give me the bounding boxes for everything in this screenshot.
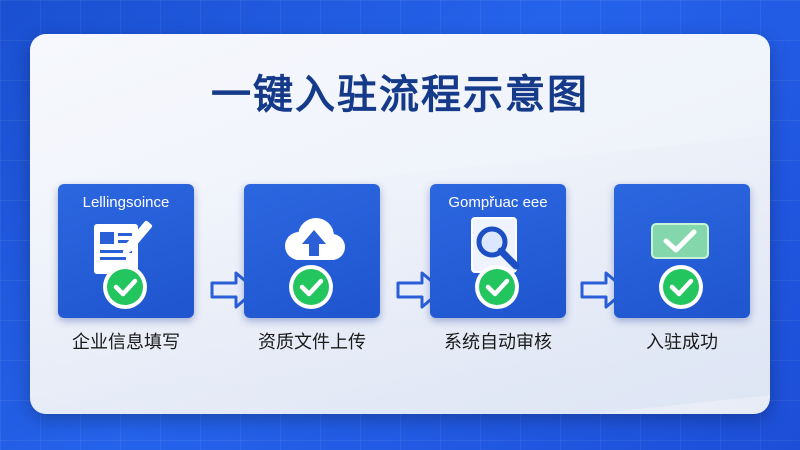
card-caption: Lellingsoince bbox=[82, 194, 170, 211]
check-icon bbox=[289, 265, 333, 309]
step-card[interactable] bbox=[244, 184, 380, 318]
form-pen-icon bbox=[94, 220, 153, 274]
check-icon bbox=[659, 265, 703, 309]
cloud-upload-icon bbox=[285, 218, 345, 260]
check-icon bbox=[475, 265, 519, 309]
step-auto-review[interactable]: Gompřuac eee 系统自动审核 bbox=[430, 184, 566, 353]
step-label: 企业信息填写 bbox=[72, 332, 180, 353]
step-label: 入驻成功 bbox=[646, 332, 718, 353]
step-label: 资质文件上传 bbox=[258, 332, 366, 353]
flow-panel: 一键入驻流程示意图 Lellingsoince bbox=[30, 34, 770, 414]
step-card[interactable]: Gompřuac eee bbox=[430, 184, 566, 318]
step-card[interactable]: Lellingsoince bbox=[58, 184, 194, 318]
page-title: 一键入驻流程示意图 bbox=[211, 72, 589, 118]
step-onboard-success[interactable]: 入驻成功 bbox=[614, 184, 750, 353]
step-document-upload[interactable]: 资质文件上传 bbox=[244, 184, 380, 353]
check-icon bbox=[103, 265, 147, 309]
step-card[interactable] bbox=[614, 184, 750, 318]
step-company-info[interactable]: Lellingsoince 企业信息填写 bbox=[58, 184, 194, 353]
success-check-icon bbox=[651, 223, 709, 259]
step-label: 系统自动审核 bbox=[444, 332, 552, 353]
card-caption: Gompřuac eee bbox=[448, 194, 548, 211]
